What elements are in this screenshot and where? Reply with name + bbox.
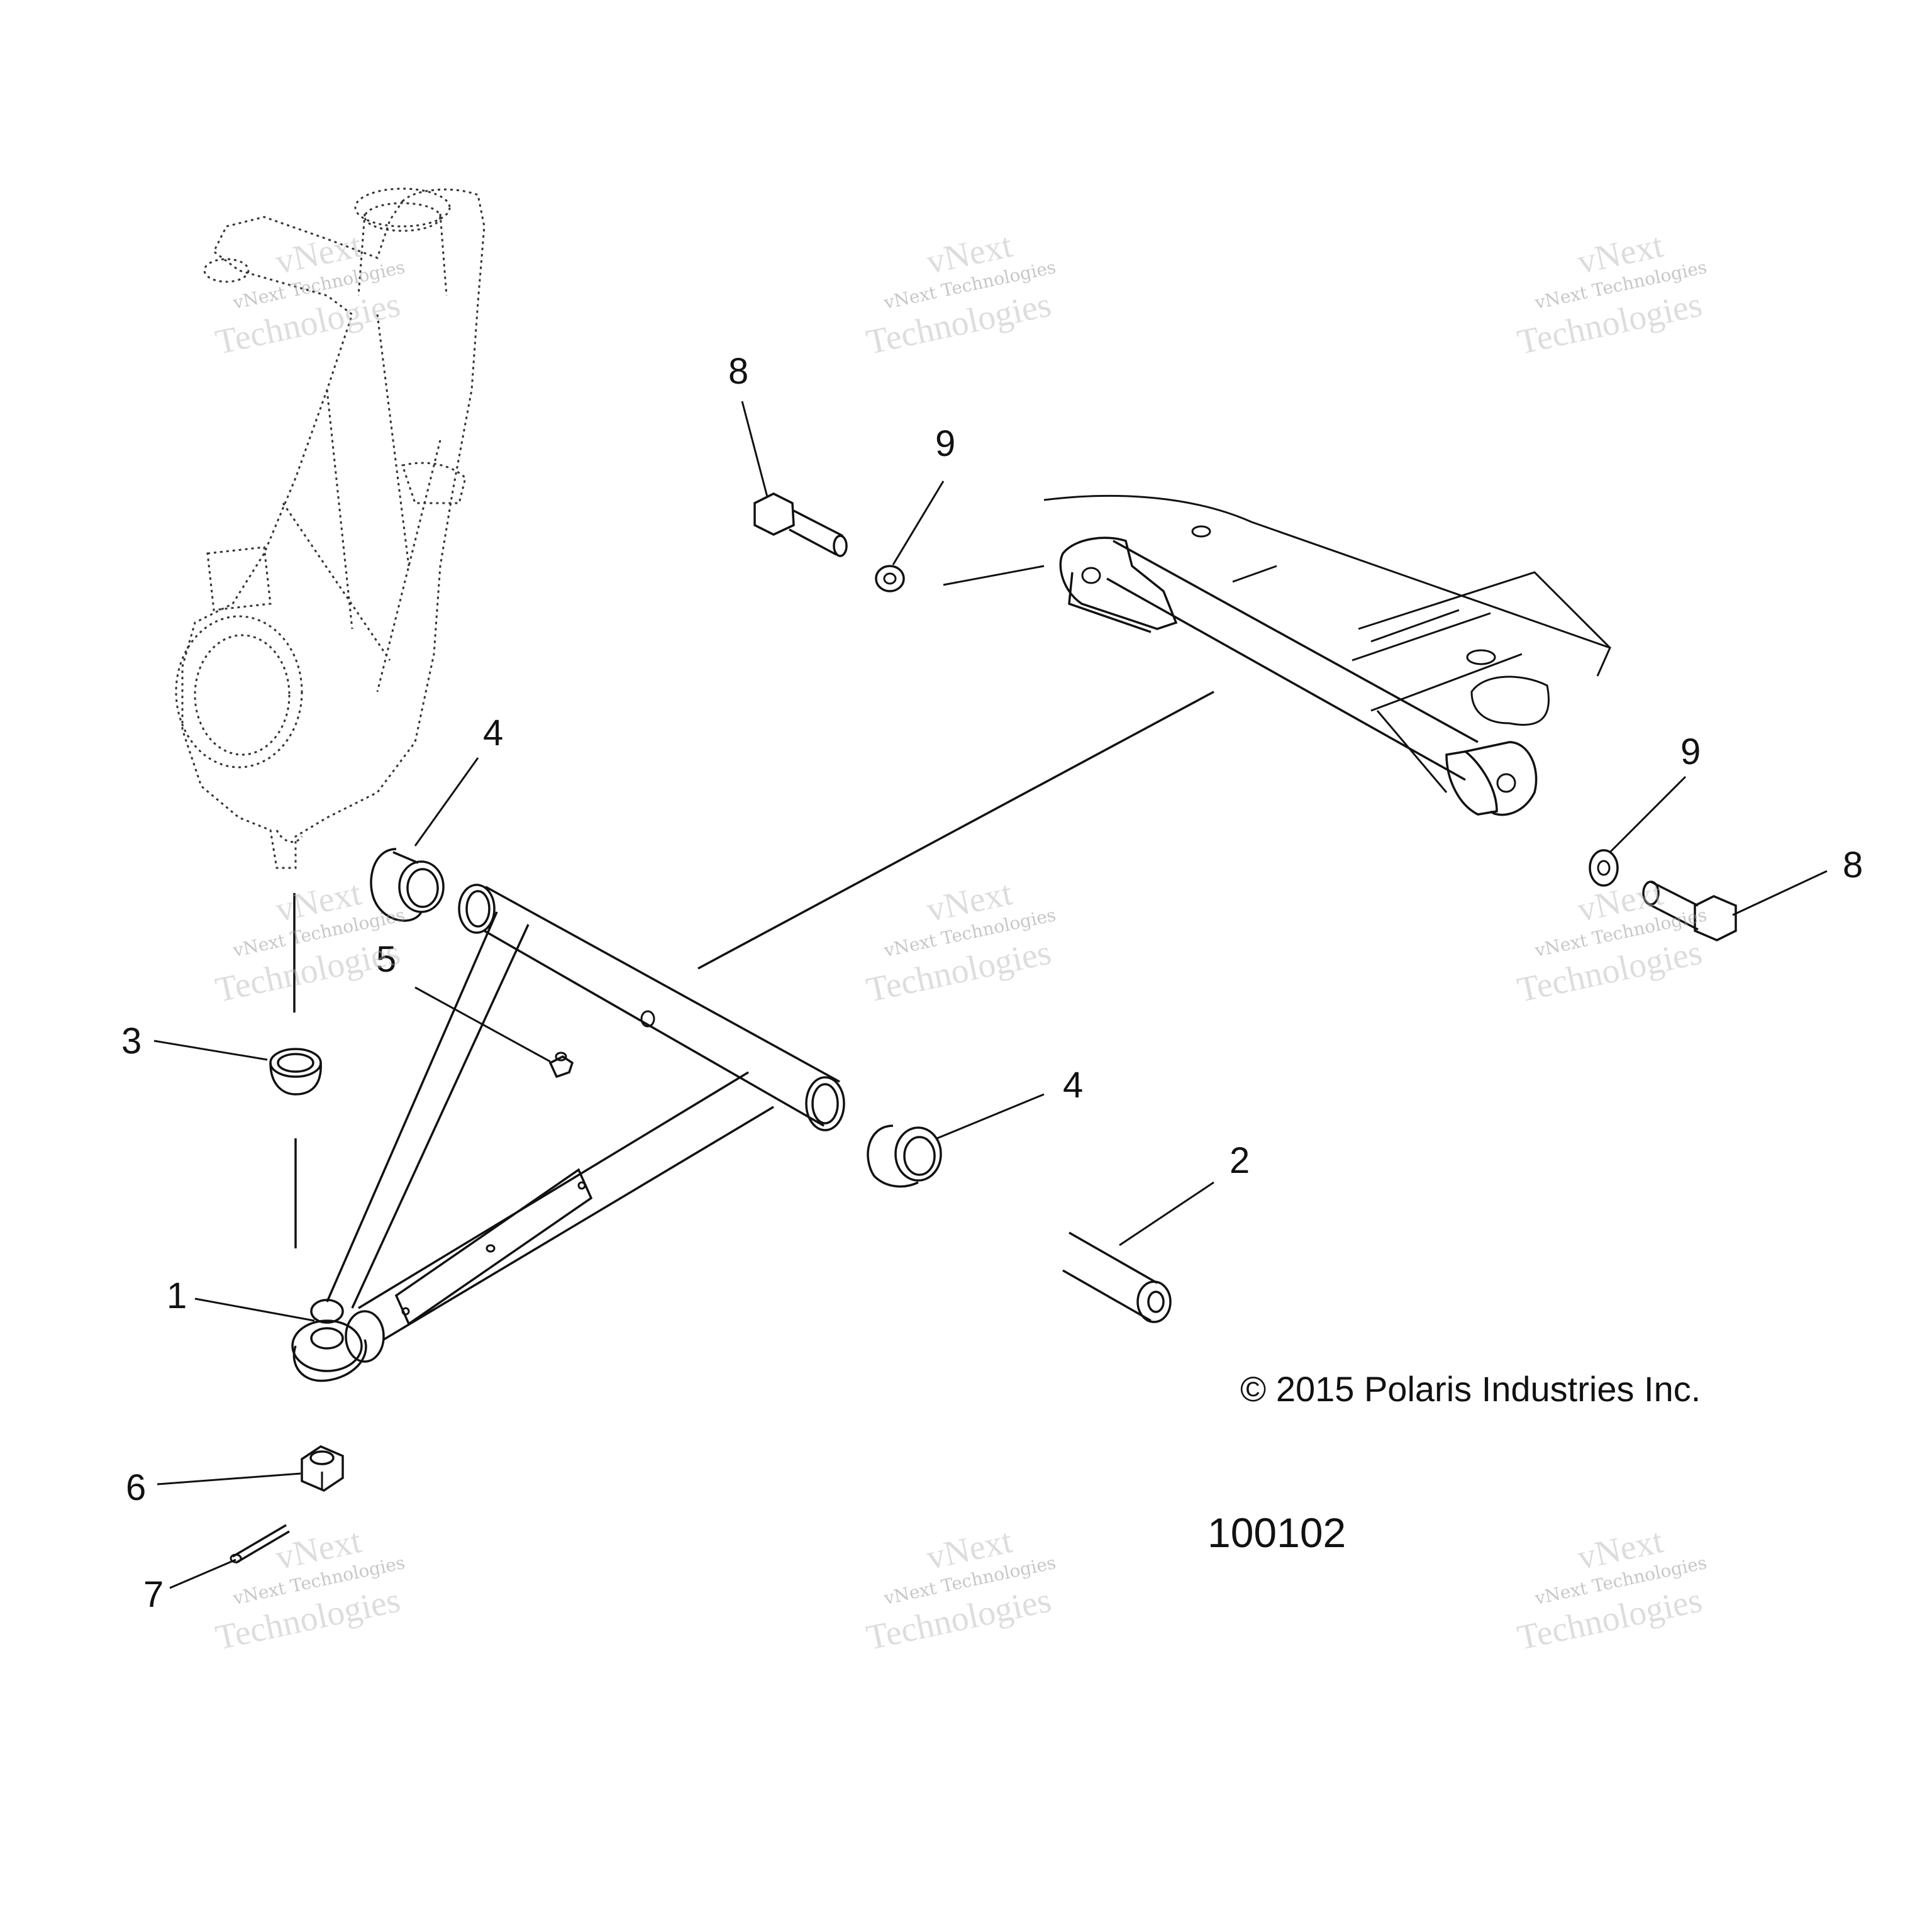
callout-1: 1 <box>167 1275 187 1316</box>
frame-section <box>943 494 1612 816</box>
grease-fitting <box>548 1052 574 1079</box>
callout-6: 6 <box>126 1467 146 1508</box>
callout-8-lower: 8 <box>1843 845 1863 886</box>
bolt-upper <box>753 492 848 557</box>
watermark-grid: vNext vNext Technologies Technologies vN… <box>212 226 1708 1658</box>
dust-boot <box>269 1048 322 1096</box>
callout-8-upper: 8 <box>728 351 748 392</box>
bushing-lower <box>867 1124 942 1188</box>
callout-4-upper: 4 <box>483 713 503 753</box>
castle-nut <box>301 1445 344 1492</box>
callout-3: 3 <box>121 1021 142 1062</box>
cotter-pin <box>230 1524 290 1564</box>
callout-9-upper: 9 <box>935 423 955 464</box>
bushing-upper <box>370 848 445 922</box>
steering-knuckle <box>175 187 486 869</box>
leader-lines <box>153 401 1828 1589</box>
callout-7: 7 <box>143 1574 164 1615</box>
callout-9-lower: 9 <box>1680 731 1701 772</box>
washer-upper <box>875 565 905 592</box>
washer-lower <box>1589 849 1619 887</box>
callout-5: 5 <box>376 939 396 980</box>
assembly-line <box>697 691 1214 970</box>
callout-4-lower: 4 <box>1063 1065 1083 1106</box>
bolt-lower <box>1642 880 1737 941</box>
ball-joint-centerline <box>293 893 297 1248</box>
figure-number: 100102 <box>1208 1509 1346 1556</box>
callout-2: 2 <box>1230 1140 1250 1181</box>
pivot-shaft <box>1062 1231 1172 1323</box>
a-arm <box>291 884 845 1382</box>
copyright-notice: © 2015 Polaris Industries Inc. <box>1240 1369 1701 1409</box>
